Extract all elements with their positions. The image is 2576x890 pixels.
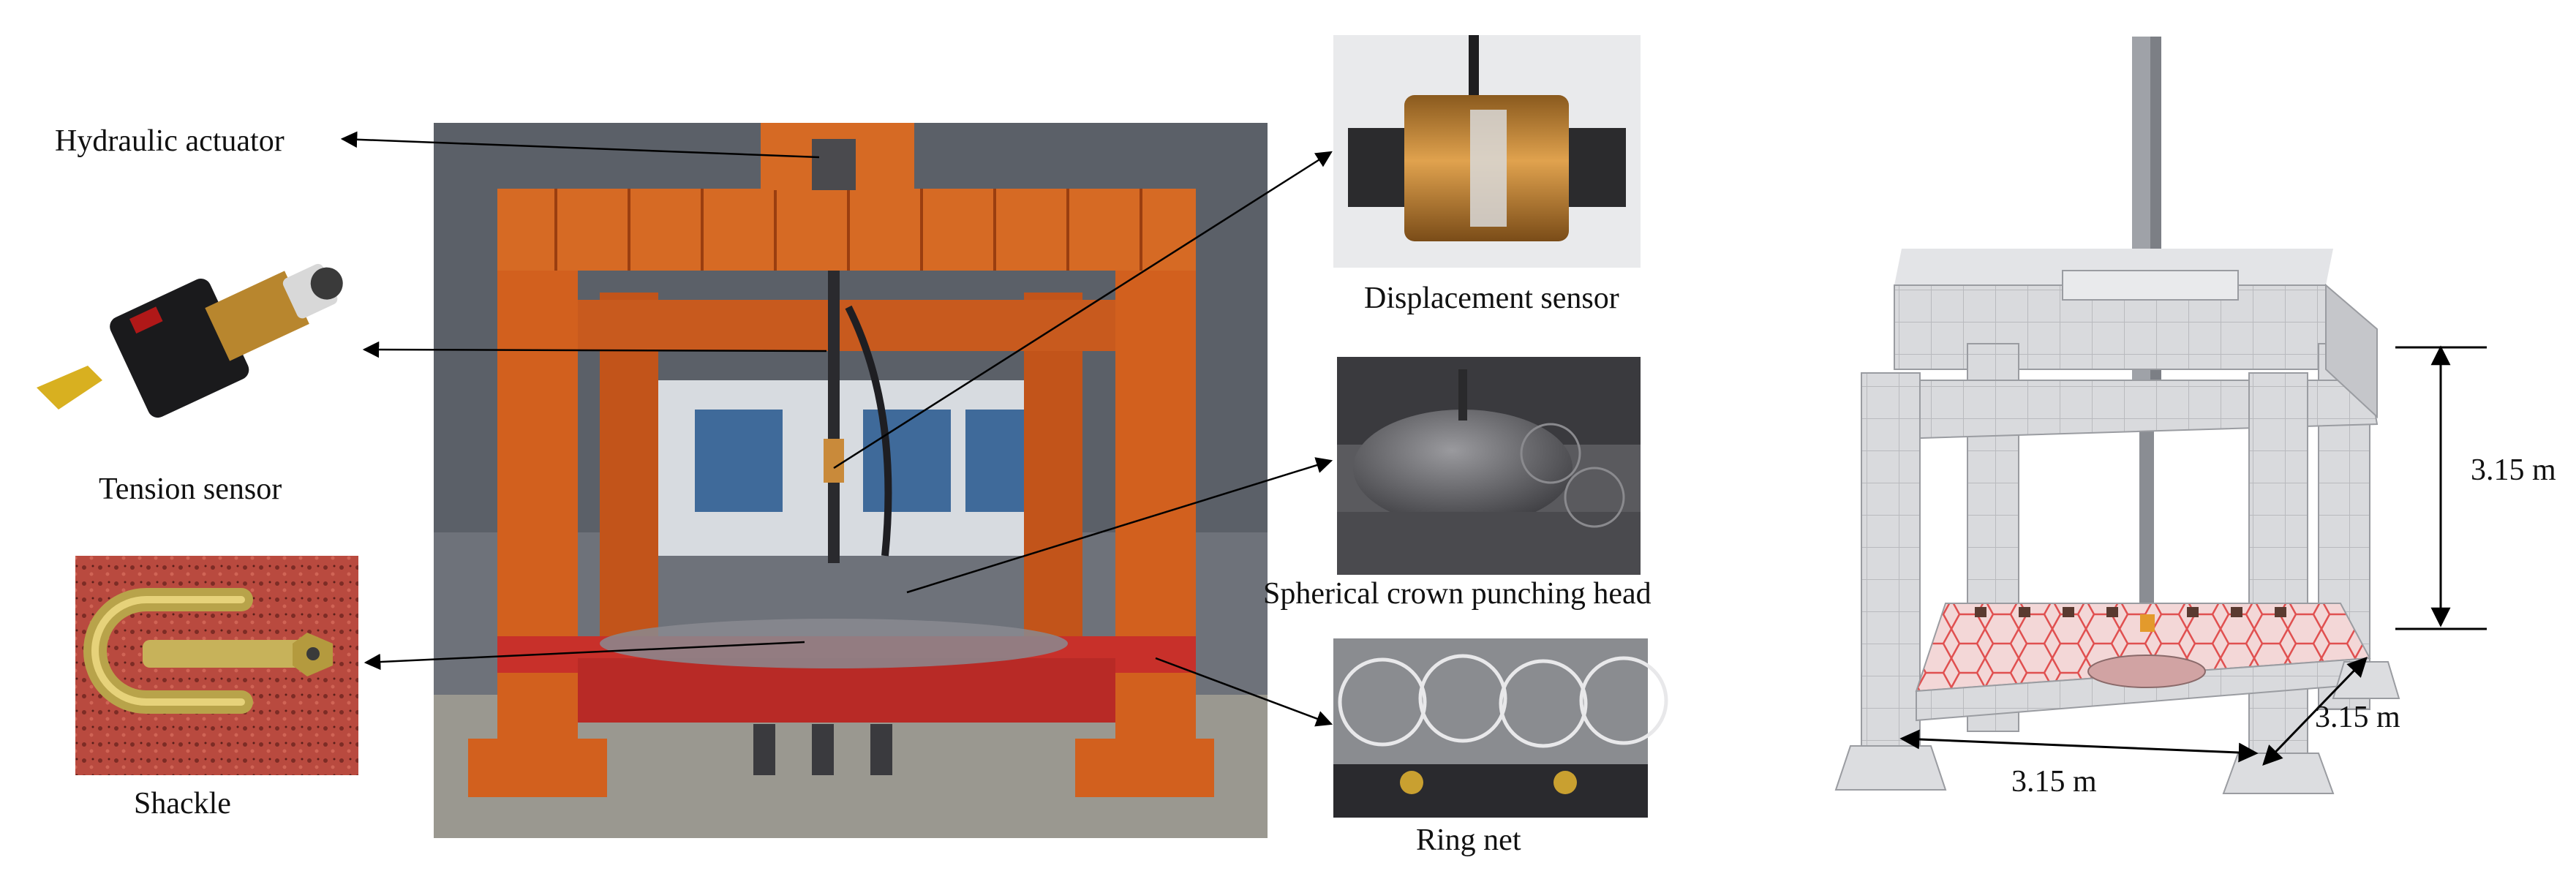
label-spherical-crown: Spherical crown punching head bbox=[1263, 577, 1652, 611]
label-hydraulic-actuator: Hydraulic actuator bbox=[55, 124, 285, 158]
label-tension-sensor: Tension sensor bbox=[99, 472, 282, 506]
ring-net-icon bbox=[1333, 638, 1668, 818]
label-shackle: Shackle bbox=[134, 787, 231, 821]
label-displacement-sensor: Displacement sensor bbox=[1364, 282, 1619, 315]
leader-shackle bbox=[364, 641, 805, 671]
tension-sensor-icon bbox=[29, 234, 351, 431]
test-frame-photo bbox=[434, 123, 1268, 838]
frame-3d-model bbox=[1834, 37, 2400, 794]
leader-spherical-crown bbox=[906, 457, 1333, 594]
dim-front-width-line bbox=[1899, 729, 2259, 763]
leader-displacement-sensor bbox=[833, 151, 1333, 469]
leader-ring-net bbox=[1155, 657, 1333, 727]
displacement-sensor-icon bbox=[1333, 35, 1641, 268]
shackle-icon bbox=[75, 556, 358, 775]
leader-lines bbox=[340, 131, 1333, 727]
dim-height-label: 3.15 m bbox=[2471, 453, 2556, 487]
punching-head-icon bbox=[1337, 357, 1641, 575]
leader-tension-sensor bbox=[362, 341, 827, 358]
dim-side-width-label: 3.15 m bbox=[2315, 701, 2400, 734]
dim-front-width-label: 3.15 m bbox=[2011, 765, 2097, 799]
label-ring-net: Ring net bbox=[1416, 823, 1521, 857]
dimension-lines bbox=[1899, 345, 2487, 766]
leader-hydraulic-actuator bbox=[340, 131, 820, 159]
dim-side-width-line bbox=[2262, 657, 2368, 766]
